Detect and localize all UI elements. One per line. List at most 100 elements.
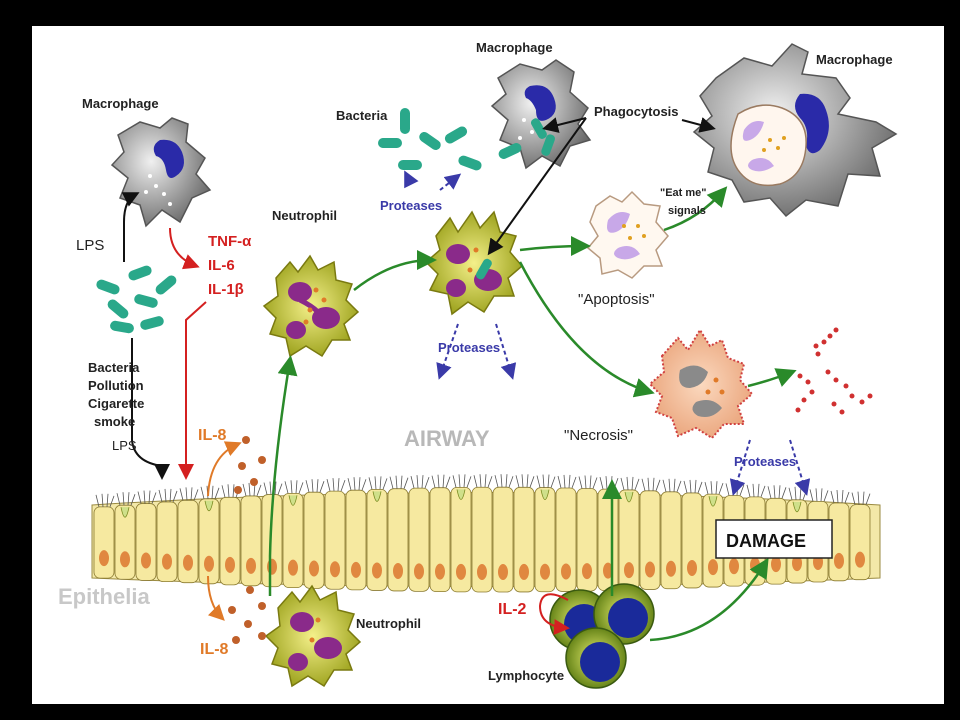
airway-label: AIRWAY [404, 426, 490, 451]
necrotic-debris [795, 327, 873, 415]
cilia [578, 475, 598, 489]
proteases-right-label: Proteases [734, 454, 796, 469]
epithelial-nucleus [225, 556, 235, 573]
epithelia-label: Epithelia [58, 584, 150, 609]
goblet-cell [204, 500, 214, 512]
proteases-top-label: Proteases [380, 198, 442, 213]
bacteria-label: Bacteria [336, 108, 388, 123]
cilia [452, 474, 472, 488]
epithelial-nucleus [456, 563, 466, 580]
epithelial-nucleus [645, 561, 655, 578]
epithelial-cell [240, 495, 262, 587]
epithelial-nucleus [351, 561, 361, 578]
epithelial-nucleus [141, 552, 151, 569]
epithelium-layer [91, 474, 881, 593]
cilia [242, 482, 262, 497]
epithelial-cells [93, 474, 871, 593]
cilia [221, 484, 241, 498]
neutrophil-cell-bottom [264, 584, 362, 688]
il2-label: IL-2 [498, 601, 527, 618]
epithelial-nucleus [204, 555, 214, 572]
cilia [515, 474, 535, 488]
stimuli-pollution-label: Pollution [88, 378, 144, 393]
il8-particles-bottom [228, 586, 266, 644]
epithelial-nucleus [372, 562, 382, 579]
neutrophil-left-label: Neutrophil [272, 208, 337, 223]
necrosis-label: "Necrosis" [564, 427, 633, 444]
lymphocyte-label: Lymphocyte [488, 668, 564, 683]
stimuli-cigarette-label: Cigarette [88, 396, 144, 411]
damage-box [715, 519, 833, 559]
cilia [326, 478, 346, 492]
epithelial-nucleus [750, 557, 760, 574]
epithelial-nucleus [561, 563, 571, 580]
cilia [809, 488, 829, 502]
epithelial-nucleus [414, 563, 424, 580]
lps-bottom-label: LPS [112, 438, 137, 453]
cilia [704, 481, 724, 495]
il8-top-label: IL-8 [198, 427, 227, 444]
lymphocyte-cluster [549, 583, 655, 689]
epithelial-nucleus [855, 551, 865, 568]
epithelial-cell [639, 490, 661, 590]
epithelial-nucleus [771, 556, 781, 573]
stimuli-bacteria-label: Bacteria [88, 360, 140, 375]
cilia [116, 492, 136, 506]
neutrophil-bottom-label: Neutrophil [356, 616, 421, 631]
epithelial-cell [450, 486, 472, 593]
epithelial-cell [282, 492, 304, 589]
epithelial-nucleus [708, 559, 718, 576]
cilia [368, 476, 388, 490]
signals-label: signals [668, 205, 706, 217]
goblet-cell [120, 507, 130, 518]
epithelial-cell [219, 496, 241, 586]
bacteria-cluster-top [378, 108, 522, 171]
epithelial-cell [513, 486, 535, 593]
eat-me-label: "Eat me" [660, 187, 707, 199]
epithelial-nucleus [246, 557, 256, 574]
epithelial-nucleus [624, 562, 634, 579]
bacteria-cluster-left [96, 265, 177, 334]
epithelial-nucleus [582, 563, 592, 580]
arrows-green [268, 186, 797, 642]
cilia [599, 476, 619, 490]
epithelial-nucleus [477, 563, 487, 580]
epithelial-nucleus [120, 551, 130, 568]
tnf-label: TNF-α [208, 233, 252, 250]
epithelial-nucleus [498, 563, 508, 580]
cilia [347, 477, 367, 491]
goblet-cell [456, 489, 466, 500]
cilia [557, 474, 577, 489]
arrows-protease [404, 170, 811, 496]
cilia [494, 474, 514, 488]
epithelial-cell [324, 490, 346, 590]
epithelial-nucleus [540, 563, 550, 580]
epithelial-nucleus [99, 550, 109, 567]
cilia [767, 485, 787, 499]
epithelial-nucleus [603, 562, 613, 579]
arrows-orange [207, 441, 242, 621]
epithelial-nucleus [162, 553, 172, 570]
epithelial-cell [471, 486, 493, 593]
cilia [473, 474, 493, 488]
il6-label: IL-6 [208, 257, 235, 274]
goblet-cell [540, 489, 550, 500]
cilia [305, 479, 325, 493]
goblet-cell [792, 501, 802, 513]
apoptotic-cell [586, 190, 669, 279]
cilia [851, 491, 871, 505]
epithelial-cell [114, 504, 136, 580]
cilia [389, 475, 409, 489]
macrophage-cell-top [490, 59, 592, 170]
epithelial-cell [534, 487, 556, 593]
apoptosis-label: "Apoptosis" [578, 291, 655, 308]
proteases-mid-label: Proteases [438, 340, 500, 355]
epithelial-cell [135, 503, 157, 581]
epithelial-cell [681, 492, 703, 589]
epithelial-cell [156, 501, 178, 582]
cilia [200, 485, 220, 499]
lps-top-label: LPS [76, 237, 104, 254]
goblet-cell [288, 495, 298, 506]
epithelial-nucleus [792, 555, 802, 572]
goblet-cell [624, 491, 634, 503]
